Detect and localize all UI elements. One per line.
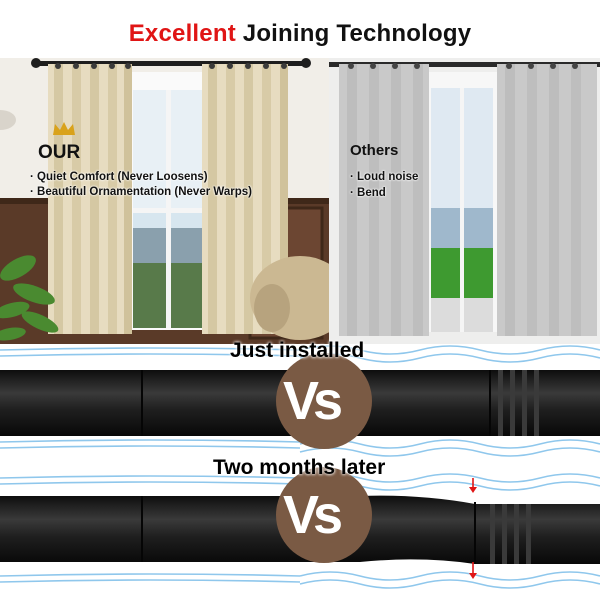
beige-curtain-illustration <box>0 58 329 344</box>
headline-rest: Joining Technology <box>235 20 472 47</box>
our-bullet-2-text: Beautiful Ornamentation (Never Warps) <box>37 186 252 198</box>
our-bullet-1-text: Quiet Comfort (Never Loosens) <box>37 171 208 183</box>
others-bullet-1-text: Loud noise <box>357 171 419 183</box>
row1-label: Just installed <box>230 339 365 362</box>
others-bullet-2: · Bend <box>350 187 386 199</box>
others-curtain-scene: Others · Loud noise · Bend <box>329 58 600 344</box>
crown-icon <box>53 122 75 135</box>
motion-lines-row1 <box>0 345 600 457</box>
others-bullet-1: · Loud noise <box>350 171 419 183</box>
vs-badge-text-2: Vs <box>283 485 343 545</box>
motion-lines-row2 <box>0 473 600 589</box>
vs-badge <box>276 467 372 563</box>
our-curtain-scene: OUR · Quiet Comfort (Never Loosens) · Be… <box>0 58 329 344</box>
headline-accent: Excellent <box>128 20 236 47</box>
vs-badge-text-1: Vs <box>283 371 343 431</box>
gray-curtain-illustration <box>329 58 600 344</box>
our-title: OUR <box>38 142 81 163</box>
row2-label: Two months later <box>213 456 386 479</box>
headline: Excellent Joining Technology <box>0 20 600 48</box>
warp-arrow-icon <box>469 562 477 579</box>
our-bullet-2: · Beautiful Ornamentation (Never Warps) <box>30 186 252 198</box>
warp-arrow-icon <box>469 478 477 493</box>
our-bullet-1: · Quiet Comfort (Never Loosens) <box>30 171 208 183</box>
others-title: Others <box>350 142 399 159</box>
vs-badge <box>276 353 372 449</box>
others-bullet-2-text: Bend <box>357 187 386 199</box>
